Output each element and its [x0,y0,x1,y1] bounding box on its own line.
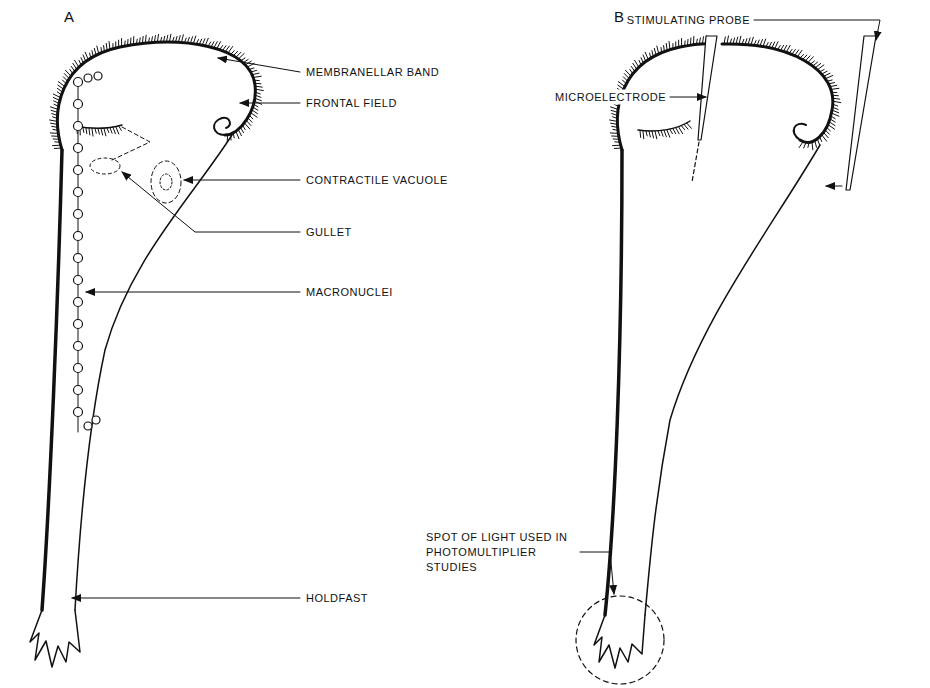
part-label: STIMULATING PROBE [625,13,752,28]
macronucleus-bead [74,386,83,395]
macronucleus-bead [74,232,83,241]
macronucleus-bead [74,254,83,263]
macronucleus-bead [74,320,83,329]
macronucleus-bead [74,298,83,307]
macronucleus-bead [74,100,83,109]
macronucleus-bead [84,422,92,430]
part-label: MICROELECTRODE [553,90,668,105]
part-label: SPOT OF LIGHT USED IN PHOTOMULTIPLIER ST… [424,530,578,575]
macronucleus-bead [74,210,83,219]
part-label: HOLDFAST [304,591,370,606]
part-label: GULLET [304,225,354,240]
macronucleus-bead [74,364,83,373]
cilia-ticks [50,34,264,148]
macronucleus-bead [74,276,83,285]
macronucleus-bead [74,188,83,197]
part-label: FRONTAL FIELD [304,96,399,111]
macronucleus-bead [84,74,92,82]
macronucleus-bead [74,342,83,351]
part-label: MACRONUCLEI [304,285,395,300]
part-label: CONTRACTILE VACUOLE [304,173,450,188]
macronucleus-bead [74,122,83,131]
panel-letter: A [62,9,76,24]
macronucleus-bead [92,416,100,424]
part-label: MEMBRANELLAR BAND [304,65,441,80]
macronucleus-bead [94,72,102,80]
macronucleus-bead [74,78,83,87]
macronucleus-bead [74,166,83,175]
macronucleus-bead [74,408,83,417]
macronucleus-bead [74,144,83,153]
